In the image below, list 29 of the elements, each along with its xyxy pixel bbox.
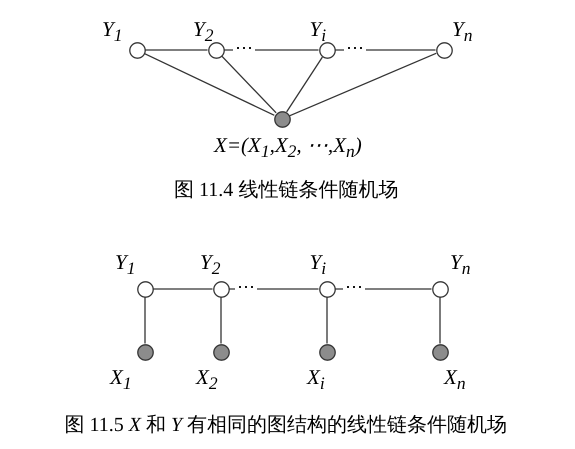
connector-line (221, 56, 277, 114)
variable-label: Y$_{1}$ (102, 19, 122, 45)
variable-label: Y$_{n}$ (452, 19, 472, 45)
connector-line (286, 56, 323, 112)
connector-line (230, 288, 318, 290)
connector-line (154, 288, 212, 290)
variable-label: Y$_{1}$ (115, 252, 136, 278)
variable-label: Y$_{2}$ (193, 19, 214, 45)
connector-line (146, 49, 208, 51)
variable-label: X$_{1}$ (110, 367, 132, 393)
connector-line (336, 49, 436, 51)
variable-label: X$_{i}$ (307, 367, 325, 393)
figure-caption: 图 11.5 X 和 Y 有相同的图结构的线性链条件随机场 (64, 415, 508, 435)
variable-label: X$_{2}$ (196, 367, 218, 393)
connector-line (290, 52, 436, 116)
figure-caption: 图 11.4 线性链条件随机场 (174, 180, 398, 200)
connector-line (224, 49, 318, 51)
connector-line (439, 298, 441, 344)
variable-label: X$_{n}$ (444, 367, 466, 393)
connector-line (144, 53, 275, 116)
variable-label: Y$_{n}$ (450, 252, 470, 278)
variable-label: X=(X$_{1}$,X$_{2}$, ⋯,X$_{n}$) (214, 135, 362, 161)
variable-label: Y$_{i}$ (310, 252, 326, 278)
connector-line (336, 288, 432, 290)
connector-line (220, 298, 222, 344)
variable-label: Y$_{i}$ (310, 19, 326, 45)
connector-line (326, 298, 328, 344)
connector-line (144, 298, 146, 344)
variable-label: Y$_{2}$ (200, 252, 220, 278)
